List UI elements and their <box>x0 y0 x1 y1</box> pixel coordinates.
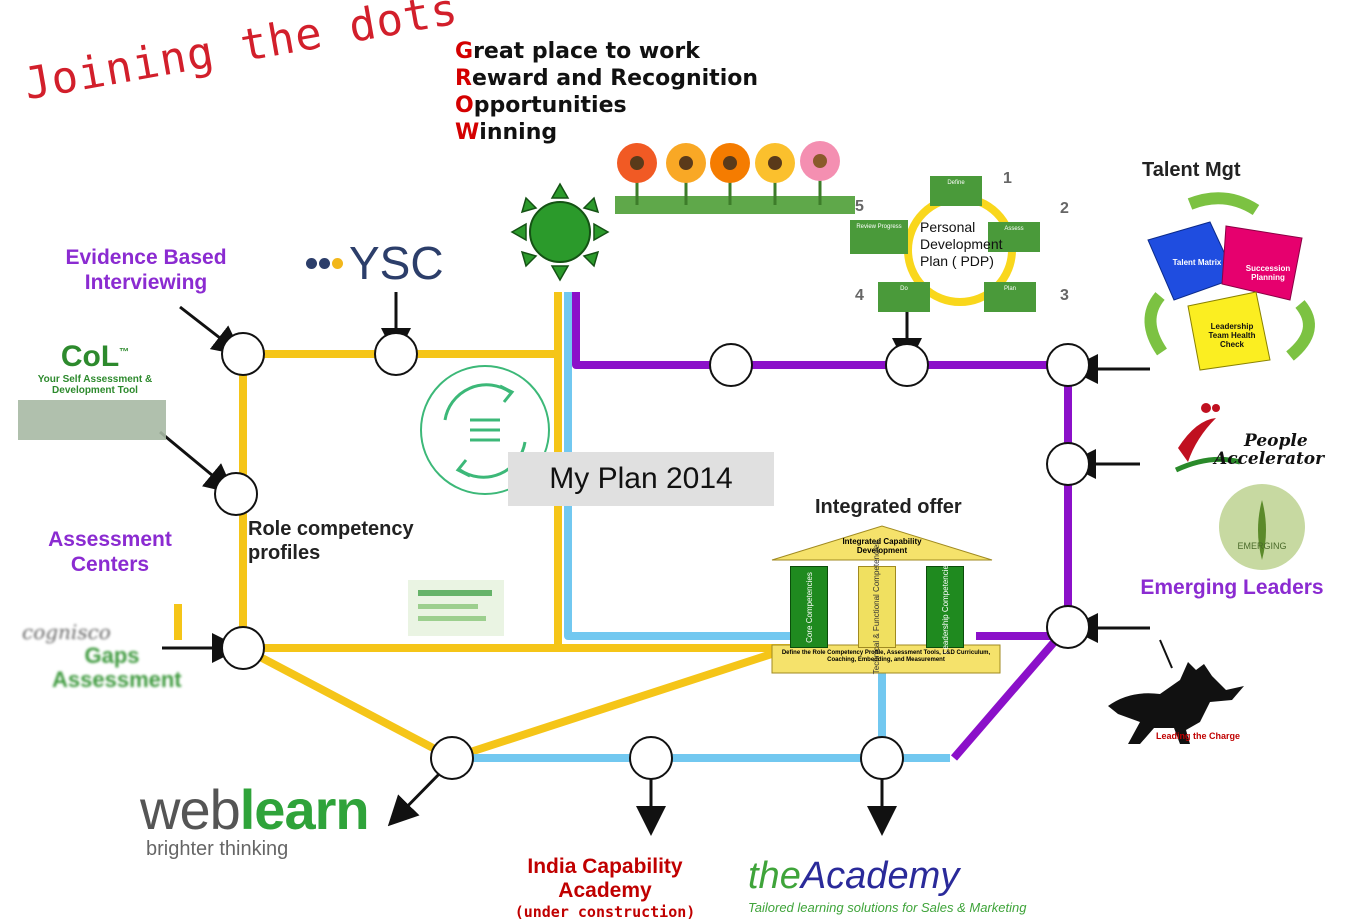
ysc-dots-icon <box>306 257 343 269</box>
grow-item: Reward and Recognition <box>455 66 759 91</box>
sun-icon <box>510 182 610 282</box>
pdp-step-label: Assess <box>1004 226 1024 232</box>
temple-base-label: Define the Role Competency Profile, Asse… <box>781 650 991 663</box>
integrated-offer-title: Integrated offer <box>815 496 962 518</box>
pdp-step-num: 1 <box>1003 170 1012 187</box>
pdp-label: Personal Development Plan ( PDP) <box>920 219 1003 269</box>
station-ysc[interactable] <box>374 332 418 376</box>
pdp-cycle-icon <box>850 176 1040 312</box>
station-purple-1[interactable] <box>709 343 753 387</box>
emerging-leaders-label: Emerging Leaders <box>1140 576 1324 599</box>
emerging-leaders-badge-icon <box>1219 484 1305 570</box>
station-emerging[interactable] <box>1046 605 1090 649</box>
station-people-accel[interactable] <box>1046 442 1090 486</box>
assessment-centers-label: Assessment Centers <box>48 528 172 576</box>
talent-matrix-label: Talent Matrix <box>1172 258 1222 267</box>
grow-list: Great place to work Reward and Recogniti… <box>455 38 758 146</box>
pdp-step-label: Do <box>900 286 908 292</box>
purple-line <box>572 292 1072 761</box>
station-talent[interactable] <box>1046 343 1090 387</box>
pdp-step-label: Plan <box>1003 286 1016 292</box>
temple-roof-label: Integrated Capability Development <box>842 537 922 555</box>
col-photo <box>18 400 166 440</box>
col-logo: CoL™ Your Self Assessment & Development … <box>37 340 153 396</box>
gaps-assessment-logo: cognisco Gaps Assessment <box>22 620 182 692</box>
temple-icon <box>771 525 1001 674</box>
role-competency-label: Role competency profiles <box>248 518 414 564</box>
weblearn-logo: weblearn brighter thinking <box>140 778 370 861</box>
emerging-badge-text: EMERGING <box>1237 541 1287 551</box>
ysc-logo: YSC <box>306 236 444 290</box>
station-evidence[interactable] <box>221 332 265 376</box>
station-col[interactable] <box>214 472 258 516</box>
talent-puzzle-icon <box>1144 192 1315 371</box>
talent-mgt-title: Talent Mgt <box>1142 159 1241 181</box>
evidence-label: Evidence Based Interviewing <box>65 246 227 294</box>
leadership-health-label: Leadership Team Health Check <box>1208 322 1256 349</box>
flowers-icon <box>615 141 855 214</box>
india-academy-label: India Capability Academy (under construc… <box>514 855 696 921</box>
station-gaps[interactable] <box>221 626 265 670</box>
pdp-step-label: Define <box>947 180 965 186</box>
station-weblearn[interactable] <box>430 736 474 780</box>
pdp-step-num: 4 <box>855 287 864 304</box>
people-accelerator-logo: People Accelerator <box>1214 431 1325 469</box>
horse-rider-icon <box>1108 639 1244 744</box>
the-academy-logo: theAcademy Tailored learning solutions f… <box>748 855 1027 915</box>
pdp-step-label: Review Progress <box>856 224 902 230</box>
grow-item: Great place to work <box>455 39 700 64</box>
station-pdp[interactable] <box>885 343 929 387</box>
pdp-step-num: 5 <box>855 198 864 215</box>
pillar-leadership: Leadership Competencies <box>926 561 964 653</box>
pillar-technical: Technical & Functional Competencies <box>858 540 896 674</box>
pillar-core: Core Competencies <box>790 566 828 648</box>
leading-charge-label: Leading the Charge <box>1156 731 1241 741</box>
grow-item: Opportunities <box>455 93 627 118</box>
station-academy[interactable] <box>860 736 904 780</box>
pdp-step-num: 3 <box>1060 287 1069 304</box>
my-plan-box: My Plan 2014 <box>508 452 774 506</box>
station-india[interactable] <box>629 736 673 780</box>
pdp-step-num: 2 <box>1060 200 1069 217</box>
grow-item: Winning <box>455 120 558 145</box>
people-accelerator-icon <box>1174 403 1241 473</box>
succession-planning-label: Succession Planning <box>1245 264 1291 282</box>
